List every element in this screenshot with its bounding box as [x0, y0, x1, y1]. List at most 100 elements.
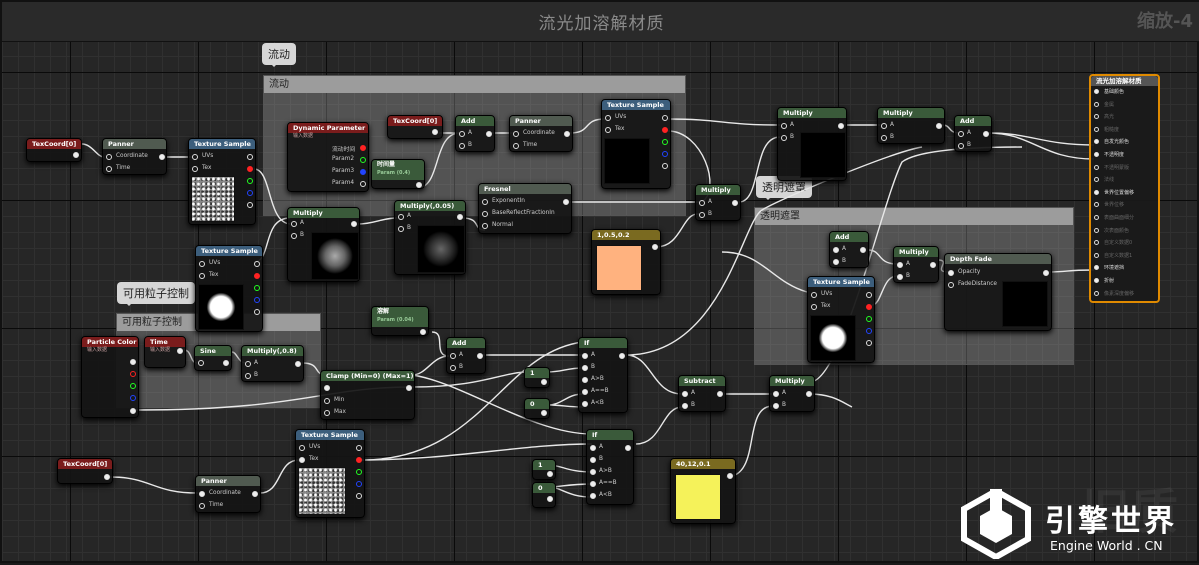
input-pin[interactable]	[1094, 114, 1099, 120]
input-pin[interactable]	[199, 503, 205, 509]
result-pin[interactable]: 基础颜色	[1091, 86, 1158, 99]
output-pin[interactable]	[360, 157, 366, 163]
node-texture-sample-3[interactable]: Texture Sample UVs Tex	[195, 245, 263, 332]
output-pin-a[interactable]	[866, 340, 872, 346]
node-multiply-3[interactable]: Multiply A B	[777, 107, 847, 181]
node-if-2[interactable]: If A B A>B A==B A<B	[586, 429, 634, 505]
node-const-0-b[interactable]: 0	[532, 482, 556, 508]
output-pin[interactable]	[547, 471, 553, 477]
input-pin[interactable]	[1094, 189, 1099, 195]
input-pin[interactable]	[699, 212, 705, 218]
input-pin[interactable]	[590, 445, 596, 451]
output-pin[interactable]	[564, 131, 570, 137]
input-pin[interactable]	[582, 353, 588, 359]
result-pin[interactable]: 自定义数据0	[1091, 237, 1158, 250]
input-pin[interactable]	[881, 123, 887, 129]
input-pin[interactable]	[1094, 252, 1099, 258]
output-pin[interactable]	[625, 445, 631, 451]
output-pin[interactable]	[717, 391, 723, 397]
node-multiply-5[interactable]: Multiply A B	[769, 375, 815, 412]
output-pin-b[interactable]	[356, 481, 362, 487]
result-pin[interactable]: 高光	[1091, 111, 1158, 124]
node-add-2[interactable]: Add A B	[954, 115, 992, 152]
node-add-4[interactable]: Add A B	[829, 231, 869, 268]
output-pin[interactable]	[130, 359, 136, 365]
output-pin[interactable]	[662, 115, 668, 121]
input-pin[interactable]	[299, 457, 305, 463]
input-pin[interactable]	[450, 353, 456, 359]
output-pin-b[interactable]	[130, 395, 136, 401]
node-texture-sample-1[interactable]: Texture Sample UVs Tex	[188, 138, 256, 225]
output-pin[interactable]	[73, 152, 79, 158]
result-pin[interactable]: 自发光颜色	[1091, 136, 1158, 149]
node-const-1-b[interactable]: 1	[532, 459, 556, 480]
input-pin[interactable]	[948, 282, 954, 288]
input-pin[interactable]	[324, 410, 330, 416]
input-pin[interactable]	[682, 403, 688, 409]
input-pin[interactable]	[1094, 177, 1099, 183]
output-pin-r[interactable]	[254, 273, 260, 279]
input-pin[interactable]	[450, 365, 456, 371]
output-pin-b[interactable]	[247, 190, 253, 196]
node-dynamic-parameter[interactable]: Dynamic Parameter 输入数据 流动时间 Param2 Param…	[287, 122, 369, 192]
input-pin[interactable]	[1094, 151, 1099, 157]
node-if-1[interactable]: If A B A>B A==B A<B	[578, 337, 628, 413]
output-pin-r[interactable]	[247, 166, 253, 172]
input-pin[interactable]	[811, 304, 817, 310]
result-pin[interactable]: 次表面颜色	[1091, 225, 1158, 238]
output-pin[interactable]	[866, 292, 872, 298]
input-pin[interactable]	[590, 493, 596, 499]
result-pin[interactable]: 像素深度偏移	[1091, 288, 1158, 301]
input-pin[interactable]	[398, 226, 404, 232]
output-pin-g[interactable]	[247, 178, 253, 184]
output-pin[interactable]	[247, 154, 253, 160]
input-pin[interactable]	[513, 131, 519, 137]
input-pin[interactable]	[199, 273, 205, 279]
input-pin[interactable]	[590, 457, 596, 463]
node-const-1-a[interactable]: 1	[524, 367, 550, 388]
node-texcoord-3[interactable]: TexCoord[0]	[57, 458, 113, 484]
output-pin-a[interactable]	[356, 493, 362, 499]
input-pin[interactable]	[948, 270, 954, 276]
input-pin[interactable]	[1094, 240, 1099, 246]
output-pin-a[interactable]	[130, 408, 136, 414]
node-time[interactable]: Time 输入数据	[144, 336, 186, 368]
input-pin[interactable]	[245, 373, 251, 379]
input-pin[interactable]	[459, 143, 465, 149]
input-pin[interactable]	[245, 361, 251, 367]
input-pin[interactable]	[1094, 214, 1099, 220]
output-pin[interactable]	[936, 123, 942, 129]
node-panner-2[interactable]: Panner Coordinate Time	[509, 115, 573, 152]
output-pin[interactable]	[356, 445, 362, 451]
input-pin[interactable]	[106, 154, 112, 160]
output-pin[interactable]	[541, 410, 547, 416]
output-pin-a[interactable]	[662, 163, 668, 169]
output-pin[interactable]	[360, 169, 366, 175]
output-pin-a[interactable]	[254, 309, 260, 315]
result-pin[interactable]: 折射	[1091, 275, 1158, 288]
result-pin[interactable]: 世界位置偏移	[1091, 187, 1158, 200]
input-pin[interactable]	[459, 131, 465, 137]
result-pin[interactable]: 金属	[1091, 99, 1158, 112]
input-pin[interactable]	[192, 166, 198, 172]
output-pin[interactable]	[159, 154, 165, 160]
output-pin[interactable]	[619, 353, 625, 359]
output-pin[interactable]	[420, 329, 426, 335]
input-pin[interactable]	[958, 143, 964, 149]
node-depth-fade[interactable]: Depth Fade Opacity FadeDistance	[944, 253, 1052, 331]
node-texture-sample-4[interactable]: Texture Sample UVs Tex	[807, 276, 875, 363]
input-pin[interactable]	[833, 259, 839, 265]
node-multiply-1[interactable]: Multiply A B	[287, 207, 360, 282]
output-pin[interactable]	[254, 261, 260, 267]
input-pin[interactable]	[1094, 265, 1099, 271]
input-pin[interactable]	[513, 143, 519, 149]
output-pin[interactable]	[406, 385, 412, 391]
output-pin[interactable]	[541, 379, 547, 385]
input-pin[interactable]	[958, 131, 964, 137]
node-texcoord-2[interactable]: TexCoord[0]	[387, 115, 443, 139]
input-pin[interactable]	[699, 200, 705, 206]
node-texture-sample-5[interactable]: Texture Sample UVs Tex	[295, 429, 365, 518]
